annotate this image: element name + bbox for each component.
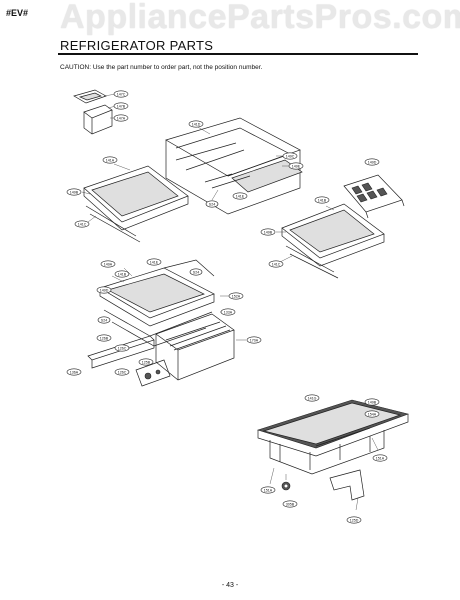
- svg-text:154A: 154A: [368, 412, 377, 416]
- callout-170A: 170A: [246, 336, 262, 344]
- callout-305B: 305B: [282, 500, 298, 508]
- callout-151A-left: 151A: [260, 486, 276, 494]
- callout-147B: 147B: [113, 102, 129, 110]
- svg-text:149B: 149B: [70, 190, 79, 194]
- callout-141G: 141G: [304, 394, 320, 402]
- callout-141E-upper: 141E: [232, 192, 248, 200]
- svg-text:149D: 149D: [100, 288, 109, 292]
- title-rule: [58, 53, 418, 55]
- callout-133A: 133A: [220, 308, 236, 316]
- svg-text:149E: 149E: [292, 164, 301, 168]
- watermark: AppliancePartsPros.com: [60, 0, 460, 36]
- svg-text:152A: 152A: [232, 294, 241, 298]
- callout-141B-right: 141B: [314, 196, 330, 204]
- callout-149C: 149C: [282, 152, 298, 160]
- svg-text:305B: 305B: [286, 502, 295, 506]
- callout-S24-lower-2: S24: [97, 316, 111, 324]
- callout-149D-lower: 149D: [96, 286, 112, 294]
- callout-S24-lower-1: S24: [189, 268, 203, 276]
- svg-text:149B: 149B: [264, 230, 273, 234]
- callout-147A: 147A: [113, 114, 129, 122]
- callout-151A-right: 151A: [372, 454, 388, 462]
- wine-rack: [343, 174, 405, 219]
- callout-149B-right: 149B: [260, 228, 276, 236]
- svg-text:133A: 133A: [224, 310, 233, 314]
- svg-text:149D: 149D: [368, 160, 377, 164]
- svg-text:141B: 141B: [118, 272, 127, 276]
- callout-136A: 136A: [66, 368, 82, 376]
- callout-141C-left: 141C: [74, 220, 90, 228]
- svg-text:149A: 149A: [104, 262, 113, 266]
- svg-text:125D: 125D: [350, 518, 359, 522]
- callout-149B-left: 149B: [66, 188, 82, 196]
- callout-141B-lower: 141B: [114, 270, 130, 278]
- callout-141D: 141D: [188, 120, 204, 128]
- ev-tag: #EV#: [6, 8, 29, 18]
- egg-tray-assembly: [73, 89, 117, 135]
- callout-149B-bottom: 149B: [364, 398, 380, 406]
- page-title: REFRIGERATOR PARTS: [60, 38, 214, 53]
- svg-text:S24: S24: [193, 270, 199, 274]
- callout-147C: 147C: [113, 90, 129, 98]
- callout-141E-lower: 141E: [146, 258, 162, 266]
- svg-text:147B: 147B: [117, 104, 126, 108]
- svg-text:141E: 141E: [236, 194, 245, 198]
- svg-text:149C: 149C: [286, 154, 295, 158]
- crisper-cover-assembly: [257, 399, 410, 511]
- callout-149A: 149A: [100, 260, 116, 268]
- glass-shelf-right: [276, 203, 385, 279]
- callout-S24-upper: S24: [205, 200, 219, 208]
- glass-shelf-left: [81, 163, 189, 243]
- caution-note: CAUTION: Use the part number to order pa…: [60, 64, 263, 71]
- svg-text:141E: 141E: [150, 260, 159, 264]
- svg-text:136A: 136A: [70, 370, 79, 374]
- svg-text:151A: 151A: [264, 488, 273, 492]
- callout-141A: 141A: [102, 156, 118, 164]
- callout-149E: 149E: [288, 162, 304, 170]
- svg-text:S24: S24: [101, 318, 107, 322]
- svg-text:151A: 151A: [376, 456, 385, 460]
- callout-152A: 152A: [228, 292, 244, 300]
- callout-125B: 125B: [138, 358, 154, 366]
- svg-text:141C: 141C: [272, 262, 281, 266]
- svg-text:141C: 141C: [78, 222, 87, 226]
- upper-shelf-assembly: [165, 117, 303, 215]
- callout-126B: 126B: [96, 334, 112, 342]
- callout-149D-right: 149D: [364, 158, 380, 166]
- svg-text:S24: S24: [209, 202, 215, 206]
- svg-text:147C: 147C: [117, 92, 126, 96]
- callout-154A: 154A: [364, 410, 380, 418]
- svg-text:125B: 125B: [142, 360, 151, 364]
- callout-141C-right: 141C: [268, 260, 284, 268]
- svg-text:126C: 126C: [118, 346, 127, 350]
- svg-text:141D: 141D: [192, 122, 201, 126]
- svg-text:141B: 141B: [318, 198, 327, 202]
- svg-text:170A: 170A: [250, 338, 259, 342]
- svg-text:141G: 141G: [308, 396, 317, 400]
- svg-text:149B: 149B: [368, 400, 377, 404]
- crisper-drawer-assembly: [87, 259, 246, 387]
- callout-125D: 125D: [346, 516, 362, 524]
- page-number: - 43 -: [221, 582, 239, 589]
- callout-126C-upper: 126C: [114, 344, 130, 352]
- svg-text:141A: 141A: [106, 158, 115, 162]
- svg-text:147A: 147A: [117, 116, 126, 120]
- svg-text:126C: 126C: [118, 370, 127, 374]
- callout-126C-lower: 126C: [114, 368, 130, 376]
- svg-text:126B: 126B: [100, 336, 109, 340]
